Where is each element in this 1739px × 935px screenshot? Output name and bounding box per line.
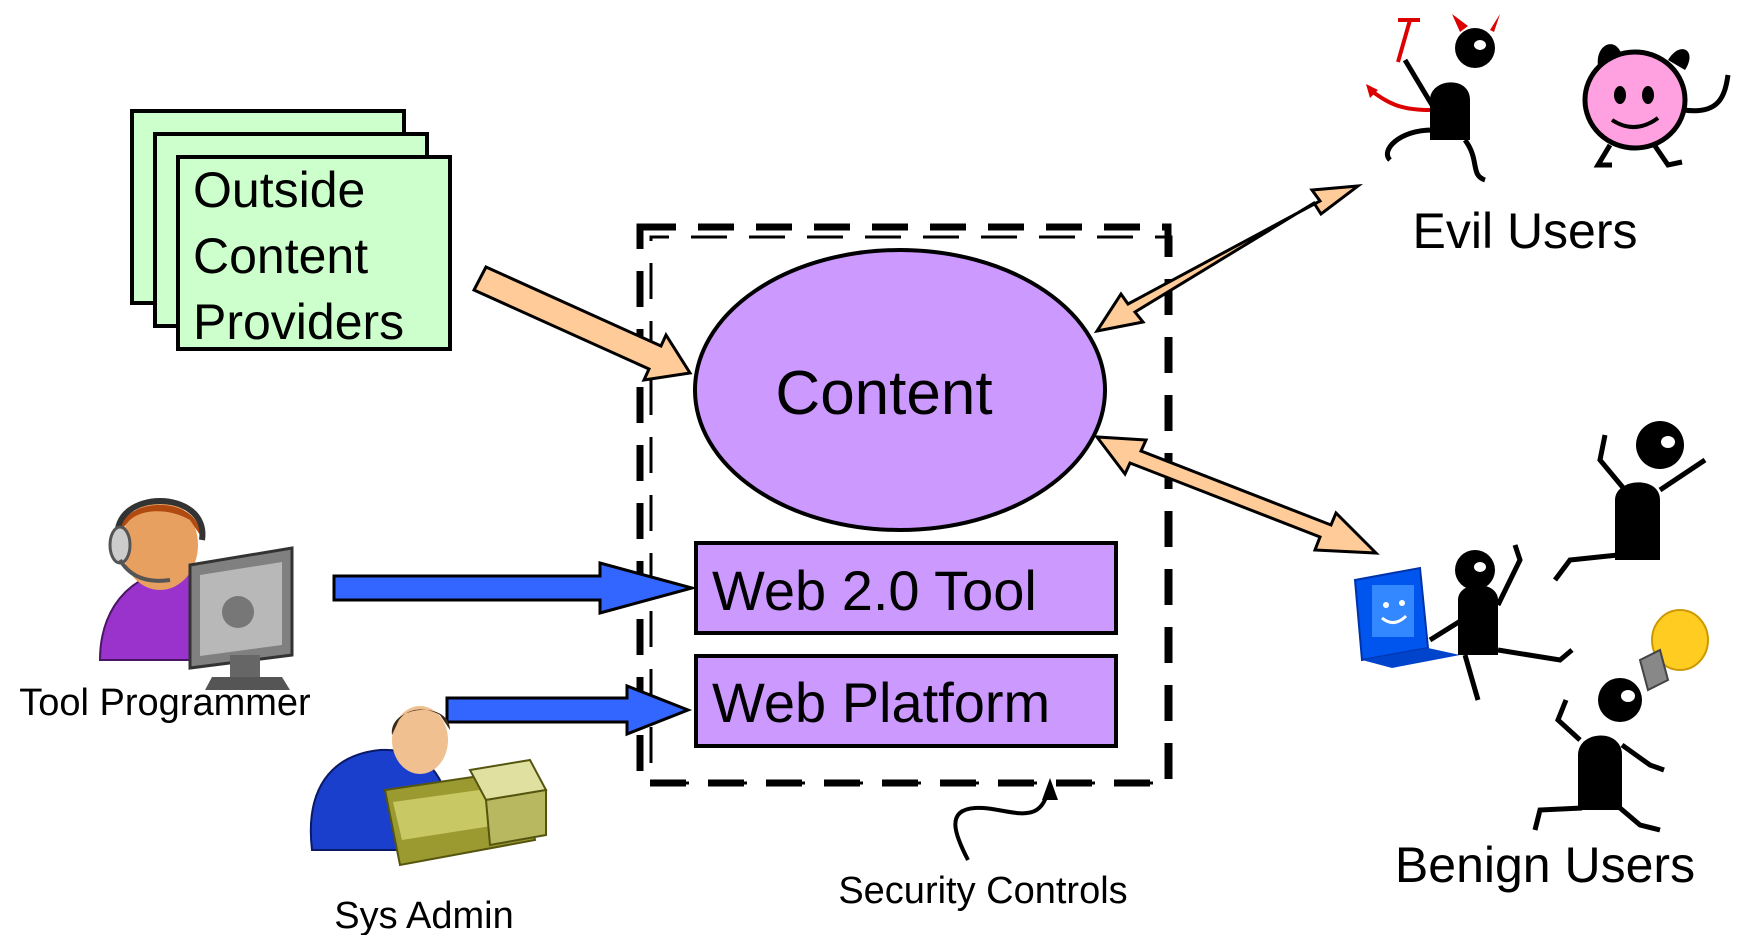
security-label: Security Controls (838, 870, 1127, 912)
provider-arrow (471, 265, 693, 382)
web-tool-label: Web 2.0 Tool (712, 559, 1037, 622)
security-callout-arrowhead (1042, 778, 1058, 800)
sysadmin-illustration (309, 706, 548, 867)
benign-users-label: Benign Users (1395, 837, 1695, 893)
security-boundary (636, 223, 1173, 787)
evil-double-arrow (1093, 184, 1364, 334)
security-callout (953, 789, 1050, 861)
sysadmin-arrow (445, 683, 693, 737)
sysadmin-label: Sys Admin (334, 895, 514, 935)
programmer-illustration (98, 498, 294, 690)
providers-line-1: Outside (193, 162, 365, 218)
content-providers: Outside Content Providers (130, 109, 452, 351)
web-tool-box: Web 2.0 Tool (694, 541, 1118, 635)
benign-users-illustration (1353, 421, 1709, 833)
evil-users-label: Evil Users (1412, 203, 1637, 259)
programmer-arrow (332, 561, 698, 615)
web-platform-label: Web Platform (712, 671, 1050, 734)
web-platform-box: Web Platform (694, 654, 1118, 748)
providers-line-2: Content (193, 228, 368, 284)
benign-double-arrow (1093, 435, 1380, 555)
providers-line-3: Providers (193, 294, 404, 350)
content-node: Content (693, 248, 1107, 532)
evil-users-illustration (1366, 14, 1731, 183)
programmer-label: Tool Programmer (19, 682, 311, 724)
content-label: Content (775, 359, 992, 428)
